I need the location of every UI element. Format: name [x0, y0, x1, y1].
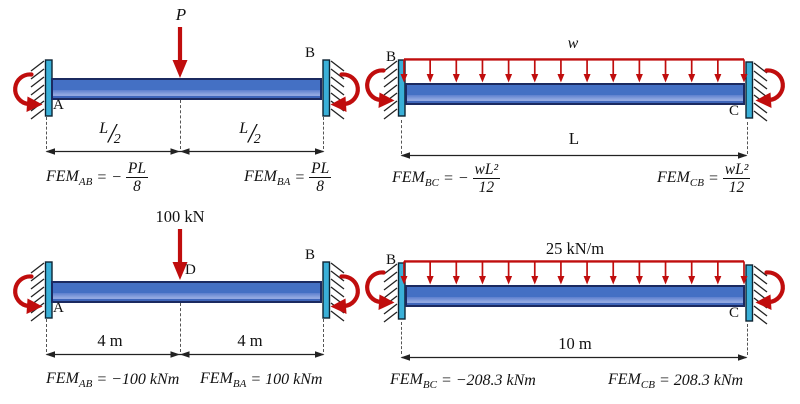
node-label-b: B [305, 247, 316, 263]
node-label-b: B [305, 45, 316, 61]
extension-line [323, 117, 324, 149]
fixed-support-right-icon [322, 59, 345, 120]
dimension-line [400, 152, 748, 159]
beam-bc [405, 285, 745, 307]
moment-arrow-ccw-icon [13, 274, 43, 314]
udl-label: w [567, 35, 579, 52]
moment-arrow-cw-icon [755, 270, 785, 310]
dimension-label: L/2 [99, 118, 121, 148]
beam-bc [405, 83, 745, 105]
node-label-c: C [729, 305, 740, 321]
fem-formula-ba: FEMBA = 100 kNm [200, 370, 323, 391]
fem-formula-bc: FEMBC = −208.3 kNm [390, 371, 536, 392]
dimension-line [45, 148, 325, 155]
extension-line [400, 322, 402, 354]
beam-ab [51, 78, 322, 100]
fixed-support-left-icon [30, 261, 53, 322]
node-label-b: B [386, 49, 397, 65]
dimension-line [400, 354, 748, 361]
dimension-label: L/2 [239, 118, 261, 148]
node-label-a: A [53, 300, 64, 316]
distributed-load-arrows-icon [400, 260, 748, 285]
moment-arrow-cw-icon [330, 72, 360, 112]
dimension-label: 4 m [97, 331, 123, 350]
fem-formula-ab: FEMAB = −100 kNm [46, 370, 180, 391]
dimension-label: 4 m [237, 331, 263, 350]
udl-label: 25 kN/m [545, 239, 605, 258]
extension-line [179, 303, 181, 352]
fem-formula-cb: FEMCB = 208.3 kNm [608, 371, 744, 392]
moment-arrow-ccw-icon [365, 270, 395, 310]
point-load-arrow-icon [172, 27, 188, 78]
distributed-load-arrows-icon [400, 58, 748, 83]
extension-line [400, 120, 402, 154]
fixed-support-left-icon [383, 59, 406, 120]
extension-line [747, 324, 748, 355]
moment-arrow-cw-icon [330, 274, 360, 314]
node-label-c: C [729, 103, 740, 119]
extension-line [323, 319, 324, 352]
beam-ab [51, 281, 322, 303]
node-label-a: A [53, 97, 64, 113]
dimension-line [45, 351, 325, 358]
moment-arrow-ccw-icon [13, 72, 43, 112]
point-load-label: 100 kN [155, 207, 205, 226]
point-load-arrow-icon [172, 229, 188, 280]
moment-arrow-cw-icon [755, 68, 785, 108]
extension-line [747, 122, 748, 154]
extension-line [46, 319, 47, 352]
node-label-b: B [386, 252, 397, 268]
dimension-label: 10 m [558, 334, 592, 353]
extension-line [179, 100, 181, 149]
extension-line [46, 117, 47, 149]
dimension-label: L [568, 129, 580, 148]
moment-arrow-ccw-icon [365, 68, 395, 108]
node-label-d: D [185, 262, 196, 278]
point-load-label: P [175, 5, 187, 24]
